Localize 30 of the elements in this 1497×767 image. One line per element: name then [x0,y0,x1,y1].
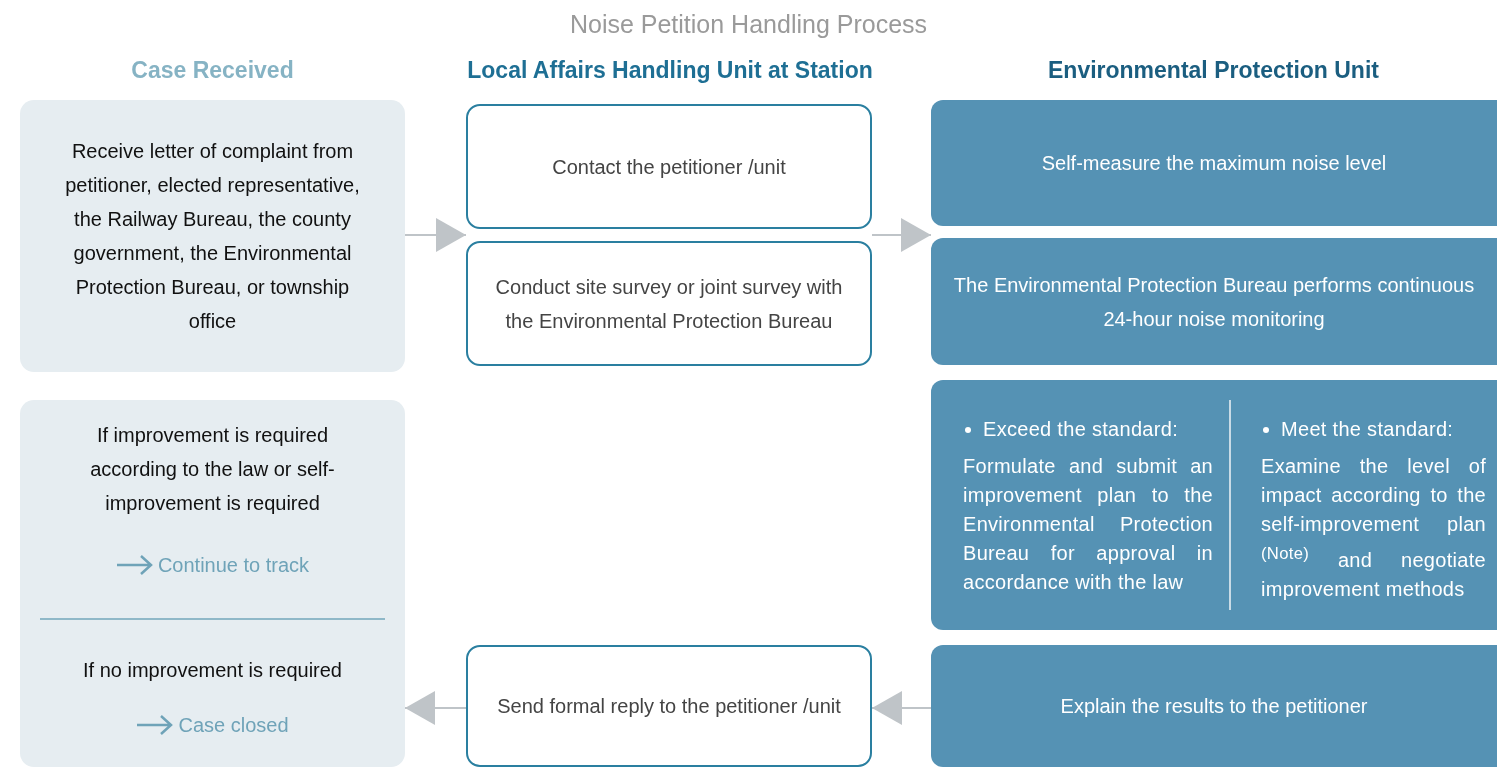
node-text: Explain the results to the petitioner [1060,694,1368,719]
node-text: Conduct site survey or joint survey with the Environmental Protection Bureau [494,274,844,334]
process-box [466,104,872,229]
result-text: Continue to track [157,553,310,578]
column-heading: Case Received [130,57,295,84]
node-text: Self-measure the maximum noise level [1041,151,1387,176]
process-panel [20,100,405,372]
process-panel [931,100,1497,226]
arrow [404,691,467,725]
bullet-heading: Meet the standard: [1261,415,1497,444]
arrow [404,218,467,252]
process-panel [931,645,1497,767]
condition-text: If improvement is required according to the law or self-improvement is required [89,423,336,516]
description-text: Formulate and submit an improvement plan to the Environmental Protection Bureau for approval in accordance with the law [963,454,1213,595]
node-text: Receive letter of complaint from petitioner, elected representative, the Railway Bureau, the county government, the Environmental Protection Bureau, or township office [64,139,361,334]
process-panel [20,400,405,767]
process-panel [931,380,1497,630]
condition-text: If no improvement is required [82,658,343,683]
column-heading: Environmental Protection Unit [1047,57,1380,84]
diagram-title: Noise Petition Handling Process [568,10,929,39]
column-heading: Local Affairs Handling Unit at Station [466,57,874,84]
result-text: Case closed [178,713,289,738]
node-text: The Environmental Protection Bureau performs continuous 24-hour noise monitoring [952,272,1476,332]
process-box [466,241,872,366]
process-panel [931,238,1497,365]
bullet-heading: Exceed the standard: [963,415,1233,444]
node-text: Contact the petitioner /unit [552,154,786,180]
node-text: Send formal reply to the petitioner /unit [497,694,841,719]
process-box [466,645,872,767]
arrow [871,691,932,725]
